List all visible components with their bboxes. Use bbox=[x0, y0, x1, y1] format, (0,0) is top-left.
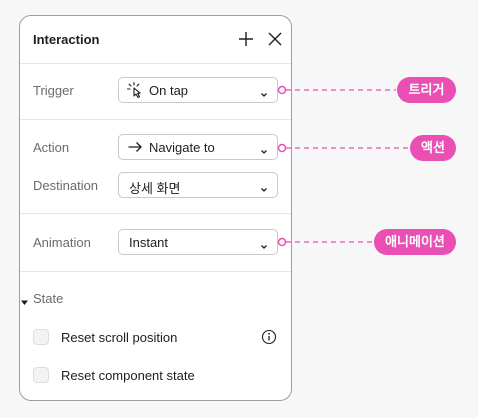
divider bbox=[20, 213, 291, 214]
caret-down-icon bbox=[20, 294, 29, 305]
destination-label: Destination bbox=[33, 178, 99, 193]
annotation-badge-action: 액션 bbox=[410, 135, 456, 161]
tap-icon bbox=[126, 81, 144, 99]
divider bbox=[20, 119, 291, 120]
reset-component-checkbox[interactable] bbox=[33, 367, 49, 383]
chevron-down-icon bbox=[260, 87, 268, 97]
trigger-select[interactable]: On tap bbox=[118, 77, 278, 103]
trigger-value: On tap bbox=[149, 83, 189, 98]
reset-component-label: Reset component state bbox=[61, 368, 195, 383]
chevron-down-icon bbox=[260, 182, 268, 192]
action-select[interactable]: Navigate to bbox=[118, 134, 278, 160]
divider bbox=[20, 271, 291, 272]
chevron-down-icon bbox=[260, 239, 268, 249]
state-option-row: Reset component state bbox=[33, 366, 253, 386]
animation-select[interactable]: Instant bbox=[118, 229, 278, 255]
close-icon[interactable] bbox=[266, 30, 284, 48]
panel-title: Interaction bbox=[33, 32, 100, 47]
destination-select[interactable]: 상세 화면 bbox=[118, 172, 278, 198]
action-label: Action bbox=[33, 140, 70, 155]
state-section-toggle[interactable]: State bbox=[20, 290, 140, 308]
annotation-badge-animation: 애니메이션 bbox=[374, 229, 456, 255]
plus-icon[interactable] bbox=[237, 30, 255, 48]
animation-label: Animation bbox=[33, 235, 91, 250]
arrow-right-icon bbox=[126, 138, 144, 156]
state-section-label: State bbox=[33, 291, 64, 306]
action-value: Navigate to bbox=[149, 140, 215, 155]
reset-scroll-label: Reset scroll position bbox=[61, 330, 178, 345]
annotation-connector-trigger bbox=[277, 85, 396, 95]
panel-header: Interaction bbox=[20, 16, 291, 64]
animation-value: Instant bbox=[129, 235, 169, 250]
annotation-connector-animation bbox=[277, 237, 373, 247]
annotation-badge-trigger: 트리거 bbox=[397, 77, 456, 103]
chevron-down-icon bbox=[260, 144, 268, 154]
trigger-label: Trigger bbox=[33, 83, 74, 98]
destination-value: 상세 화면 bbox=[129, 181, 181, 196]
annotation-connector-action bbox=[277, 143, 409, 153]
interaction-panel: Interaction Trigger On tap Action Naviga… bbox=[19, 15, 292, 401]
state-option-row: Reset scroll position bbox=[33, 328, 253, 348]
info-icon[interactable] bbox=[261, 329, 277, 345]
reset-scroll-checkbox[interactable] bbox=[33, 329, 49, 345]
